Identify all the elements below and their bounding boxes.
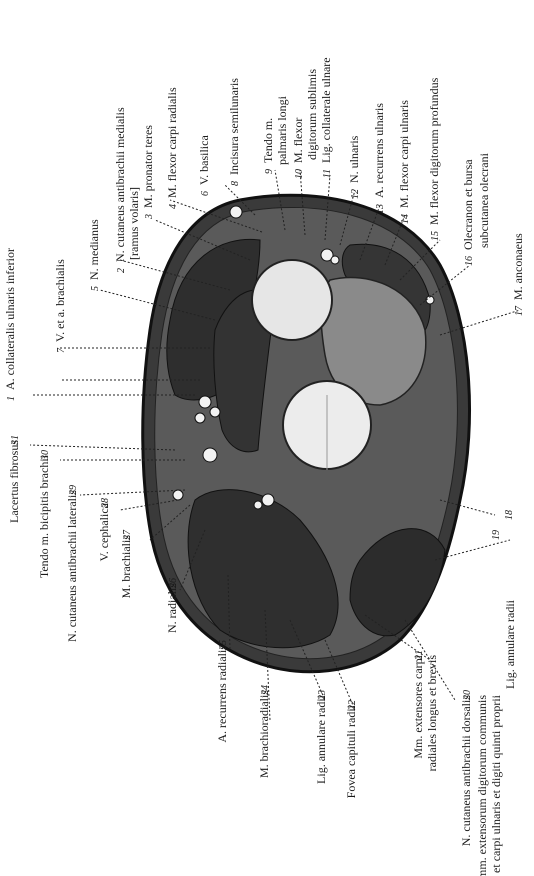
label-lig-annulare-radii-19: Lig. annulare radii	[503, 599, 517, 689]
label-number-26: 26	[168, 578, 179, 588]
label-number-11: 11	[322, 169, 333, 178]
label-number-10: 10	[294, 169, 305, 179]
label-number-18: 18	[504, 510, 515, 520]
label-m-brachioradialis: M. brachioradialis	[257, 690, 271, 778]
label-fovea-capituli-radii: Fovea capituli radii	[344, 704, 358, 798]
label-number-4: 4	[168, 204, 179, 209]
trochlea-humeri	[252, 260, 332, 340]
label-number-6: 6	[200, 191, 211, 196]
label-m-flexor: M. flexor	[291, 118, 305, 163]
label-number-15: 15	[430, 231, 441, 241]
label-lacertus-fibrosus: Lacertus fibrosus	[7, 440, 21, 523]
label-number-19: 19	[491, 530, 502, 540]
label-a-collateralis-ulnaris-inferior: A. collateralis ulnaris inferior	[3, 248, 17, 390]
label-lig-annulare-radii-23: Lig. annulare radii	[314, 694, 328, 784]
label-number-27: 27	[122, 529, 133, 540]
label-number-13: 13	[375, 204, 386, 214]
label-tendo-mm-extensorum-digitorum-communis: Tendo mm. extensorum digitorum communis	[475, 695, 489, 876]
label-a-recurrens-ulnaris: A. recurrens ulnaris	[372, 103, 386, 198]
label-n-cutaneus-antibrachii-medialis: N. cutaneus antibrachii medialis	[113, 107, 127, 262]
label-number-16: 16	[464, 256, 475, 266]
label-m-flexor-carpi-radialis: M. flexor carpi radialis	[165, 87, 179, 198]
label-number-23: 23	[317, 690, 328, 700]
label-palmaris-longi: palmaris longi	[275, 95, 289, 165]
label-number-5: 5	[90, 286, 101, 291]
label-n-cutaneus-antibrachii-lateralis: N. cutaneus antibrachii lateralis	[65, 490, 79, 642]
label-m-flexor-digitorum-profundus: M. flexor digitorum profundus	[427, 77, 441, 225]
label-v-et-a-brachialis: V. et a. brachialis	[53, 259, 67, 342]
label-m-brachialis: M. brachialis	[119, 535, 133, 599]
label-number-14: 14	[400, 214, 411, 224]
label-tendo-m: Tendo m.	[261, 118, 275, 163]
label-number-12: 12	[350, 189, 361, 199]
label-tendo-m-bicipitis-brachii: Tendo m. bicipitis brachii	[37, 454, 51, 578]
label-n-radialis: N. radialis	[165, 583, 179, 633]
label-number-28: 28	[100, 498, 111, 508]
label-number-29: 29	[68, 485, 79, 495]
label-number-22: 22	[347, 700, 358, 710]
label-n-cutaneus-antibrachii-dorsalis: N. cutaneus antibrachii dorsalis	[459, 695, 473, 847]
label-v-basilica: V. basilica	[197, 135, 211, 185]
label-ramus-volaris: [ramus volaris]	[127, 187, 141, 260]
label-m-pronator-teres: M. pronator teres	[141, 125, 155, 208]
label-n-medianus: N. medianus	[87, 219, 101, 280]
label-subcutanea-olecrani: subcutanea olecrani	[477, 152, 491, 248]
label-number-9: 9	[264, 169, 275, 174]
label-number-8: 8	[230, 181, 241, 186]
label-m-anconaeus: M. anconaeus	[511, 233, 525, 300]
label-radiales-longus-et-brevis: radiales longus et brevis	[425, 655, 439, 772]
label-number-21: 21	[414, 650, 425, 660]
label-n-ulnaris: N. ulnaris	[347, 135, 361, 183]
label-digitorum-sublimis: digitorum sublimis	[305, 69, 319, 160]
label-number-3: 3	[144, 214, 155, 220]
label-mm-extensores-carpi: Mm. extensores carpi	[411, 654, 425, 758]
label-a-recurrens-radialis: A. recurrens radialis	[215, 645, 229, 743]
label-et-carpi-ulnaris-et-digiti-quinti-proprii: et carpi ulnaris et digiti quinti propri…	[489, 694, 503, 873]
label-incisura-semilunaris: Incisura semilunaris	[227, 78, 241, 175]
label-number-24: 24	[260, 685, 271, 695]
label-number-17: 17	[514, 305, 525, 316]
label-number-1: 1	[6, 396, 17, 401]
label-m-flexor-carpi-ulnaris: M. flexor carpi ulnaris	[397, 100, 411, 208]
cross-section	[143, 195, 470, 671]
label-olecranon-et-bursa: Olecranon et bursa	[461, 159, 475, 250]
label-number-31: 31	[10, 435, 21, 446]
label-v-cephalica: V. cephalica	[97, 502, 111, 561]
label-number-20: 20	[462, 690, 473, 700]
label-number-2: 2	[116, 268, 127, 273]
label-number-25: 25	[218, 640, 229, 650]
label-number-30: 30	[40, 450, 51, 461]
label-lig-collaterale-ulnare: Lig. collaterale ulnare	[319, 57, 333, 163]
